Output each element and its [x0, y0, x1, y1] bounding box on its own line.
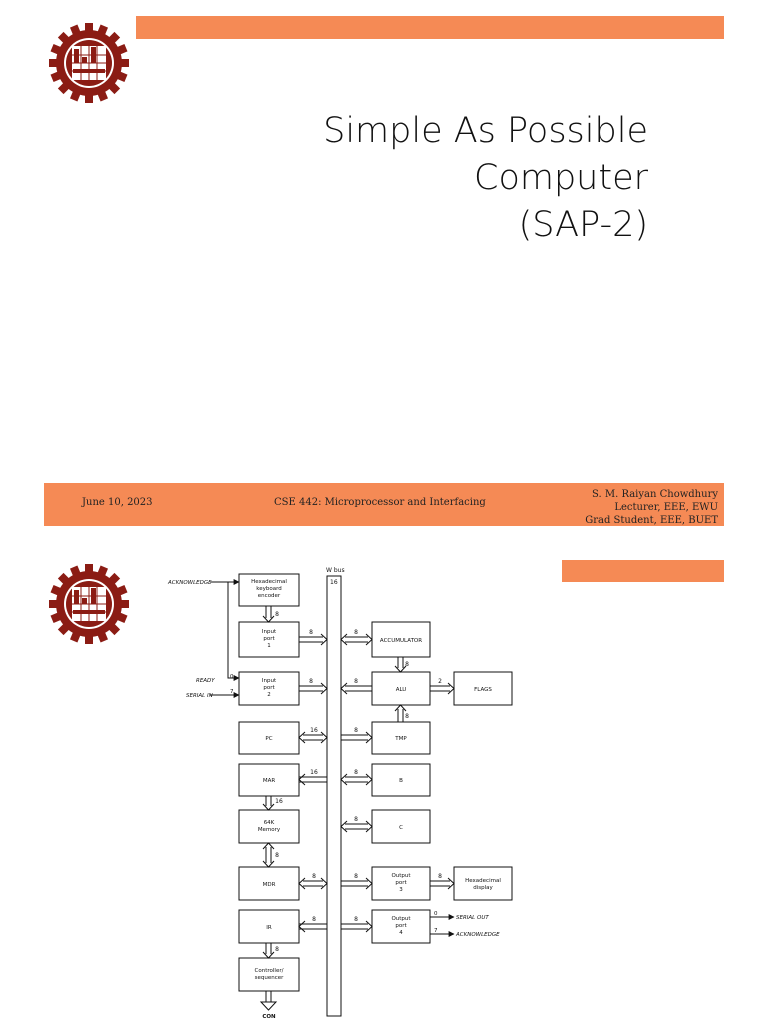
slide-footer: June 10, 2023 CSE 442: Microprocessor an… — [44, 483, 724, 526]
label-serial-in-bit: 7 — [230, 689, 234, 695]
width-acc-alu: 8 — [405, 661, 409, 668]
width-port1-bus: 8 — [309, 629, 313, 636]
conn-ir-bus — [298, 920, 327, 933]
label-mdr: MDR — [263, 882, 276, 888]
conn-mar-bus — [298, 773, 327, 786]
label-acknowledge-out-bit: 7 — [434, 928, 438, 934]
label-ir: IR — [266, 925, 272, 931]
width-ir-bus: 8 — [312, 916, 316, 923]
label-acknowledge-in: ACKNOWLEDGE — [167, 580, 212, 586]
conn-ir-controller — [262, 943, 275, 959]
label-b: B — [399, 778, 403, 784]
width-acc-bus: 8 — [354, 629, 358, 636]
label-mar: MAR — [263, 778, 276, 784]
width-port3-bus: 8 — [354, 873, 358, 880]
conn-port2-bus — [299, 682, 328, 695]
width-pc-bus: 16 — [310, 727, 318, 734]
signal-ready — [226, 581, 240, 681]
conn-encoder-port1 — [262, 606, 275, 623]
bus-label: W bus — [326, 567, 345, 574]
conn-mar-memory — [262, 796, 275, 811]
label-con: CON — [262, 1014, 276, 1020]
bus-width-label: 16 — [330, 579, 338, 586]
label-serial-out-bit: 0 — [434, 911, 438, 917]
label-tmp: TMP — [394, 736, 407, 742]
label-serial-in: SERIAL IN — [186, 693, 213, 699]
conn-tmp-alu — [394, 704, 407, 722]
width-mar-bus: 16 — [310, 769, 318, 776]
footer-date: June 10, 2023 — [82, 497, 153, 508]
width-tmp-bus: 8 — [354, 727, 358, 734]
width-alu-bus: 8 — [354, 678, 358, 685]
slide-header-bar — [562, 560, 724, 582]
label-acknowledge-out: ACKNOWLEDGE — [455, 932, 500, 938]
conn-acc-bus — [340, 633, 373, 646]
label-accumulator: ACCUMULATOR — [380, 638, 422, 644]
label-controller-sequencer: Controller/sequencer — [255, 968, 285, 981]
w-bus — [326, 575, 342, 1017]
width-memory-mdr: 8 — [275, 852, 279, 859]
conn-pc-bus — [298, 731, 328, 744]
width-encoder-port1: 8 — [275, 611, 279, 618]
width-ir-controller: 8 — [275, 946, 279, 953]
footer-course: CSE 442: Microprocessor and Interfacing — [274, 497, 486, 508]
footer-author: S. M. Raiyan Chowdhury Lecturer, EEE, EW… — [585, 488, 718, 527]
buet-gear-logo — [49, 23, 129, 103]
conn-mdr-bus — [298, 877, 328, 890]
block-input-port-2 — [238, 671, 300, 706]
width-alu-flags: 2 — [438, 678, 442, 685]
slide-title: Simple As Possible Computer (SAP-2) — [323, 108, 648, 249]
width-port4-bus: 8 — [354, 916, 358, 923]
label-ready-bit: 0 — [230, 674, 234, 680]
conn-port3-display — [430, 877, 455, 890]
slide-header-bar — [136, 16, 724, 39]
title-line-2: Computer — [474, 158, 648, 198]
title-slide: Simple As Possible Computer (SAP-2) June… — [44, 16, 724, 526]
conn-b-bus — [340, 773, 373, 786]
width-mar-memory: 16 — [275, 798, 283, 805]
conn-port1-bus — [299, 633, 328, 646]
width-tmp-alu: 8 — [405, 713, 409, 720]
conn-controller-con — [259, 991, 278, 1011]
conn-memory-mdr — [262, 842, 275, 868]
author-affiliation: Grad Student, EEE, BUET — [585, 515, 718, 526]
width-c-bus: 8 — [354, 816, 358, 823]
author-name: S. M. Raiyan Chowdhury — [592, 489, 718, 500]
label-alu: ALU — [396, 687, 407, 693]
conn-acc-alu — [394, 657, 407, 673]
title-line-3: (SAP-2) — [518, 205, 648, 245]
width-mdr-bus: 8 — [312, 873, 316, 880]
conn-port3-bus — [341, 877, 373, 890]
conn-alu-flags — [430, 682, 455, 695]
label-ready: READY — [196, 678, 215, 684]
width-b-bus: 8 — [354, 769, 358, 776]
conn-tmp-bus — [341, 731, 373, 744]
conn-alu-bus — [340, 682, 372, 695]
buet-gear-logo — [49, 564, 129, 644]
label-flags: FLAGS — [474, 687, 492, 693]
block-hex-keyboard-encoder — [238, 573, 300, 607]
width-port2-bus: 8 — [309, 678, 313, 685]
label-pc: PC — [265, 736, 272, 742]
author-position: Lecturer, EEE, EWU — [614, 502, 718, 513]
label-serial-out: SERIAL OUT — [456, 915, 489, 921]
label-c: C — [399, 825, 403, 831]
width-port3-display: 8 — [438, 873, 442, 880]
conn-port4-bus — [341, 920, 373, 933]
conn-c-bus — [340, 820, 373, 833]
title-line-1: Simple As Possible — [323, 111, 648, 151]
